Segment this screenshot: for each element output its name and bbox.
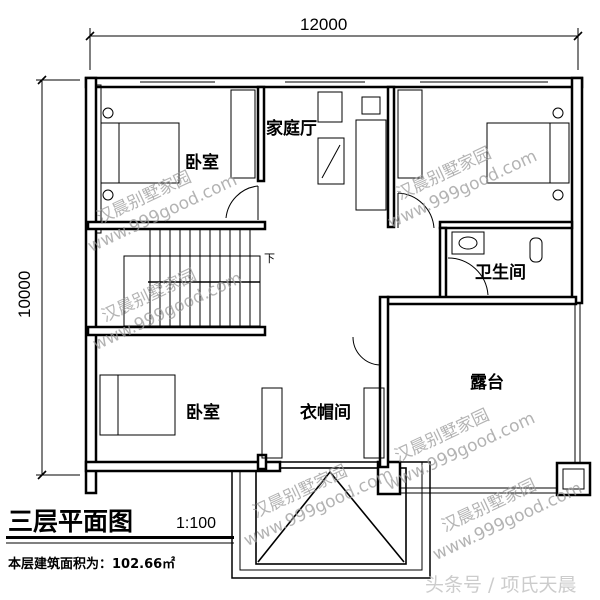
room-label-bedroom-lower: 卧室 [186,402,220,423]
credit-watermark: 头条号 / 项氏天晨 [425,574,576,596]
width-label: 12000 [300,15,347,34]
walls [84,76,584,495]
drawing-title: 三层平面图 1:100 本层建筑面积为：102.66㎡ [6,507,234,572]
furniture [99,89,570,459]
room-label-bathroom: 卫生间 [475,262,526,283]
plan-scale: 1:100 [176,515,216,532]
stair-down-label: 下 [264,252,275,265]
doors [225,185,489,366]
room-label-bedroom-upper: 卧室 [185,152,219,173]
area-note: 本层建筑面积为：102.66㎡ [8,556,175,572]
depth-dimension: 10000 [15,75,80,480]
room-label-family-hall: 家庭厅 [266,118,317,139]
room-label-terrace: 露台 [470,372,504,393]
room-label-cloakroom: 衣帽间 [300,402,351,423]
staircase [123,230,261,327]
width-dimension: 12000 [85,15,583,70]
depth-label: 10000 [15,271,34,318]
plan-title: 三层平面图 [8,507,133,536]
